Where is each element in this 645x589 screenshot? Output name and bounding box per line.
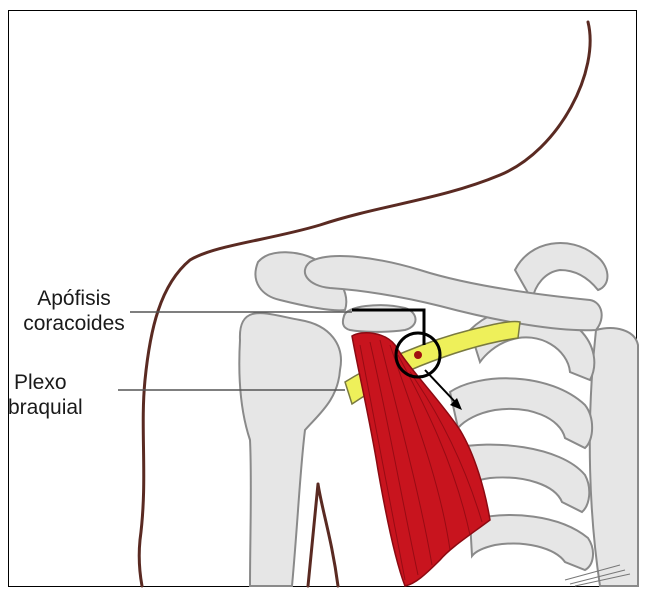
coracoid-label-line1: Apófisis: [14, 286, 134, 311]
axilla-outline: [308, 484, 338, 586]
sternum: [590, 328, 638, 586]
coracoid-process-label: Apófisis coracoides: [14, 286, 134, 336]
pectoralis-minor-muscle: [352, 333, 490, 586]
rib-1: [515, 243, 607, 300]
plexus-label-line2: braquial: [8, 395, 118, 420]
target-point: [414, 351, 422, 359]
rib-5: [470, 515, 593, 570]
brachial-plexus-label: Plexo braquial: [8, 370, 118, 420]
plexus-label-line1: Plexo: [8, 370, 118, 395]
humerus: [239, 313, 341, 586]
rib-3: [450, 378, 592, 448]
coracoid-label-line2: coracoides: [14, 311, 134, 336]
